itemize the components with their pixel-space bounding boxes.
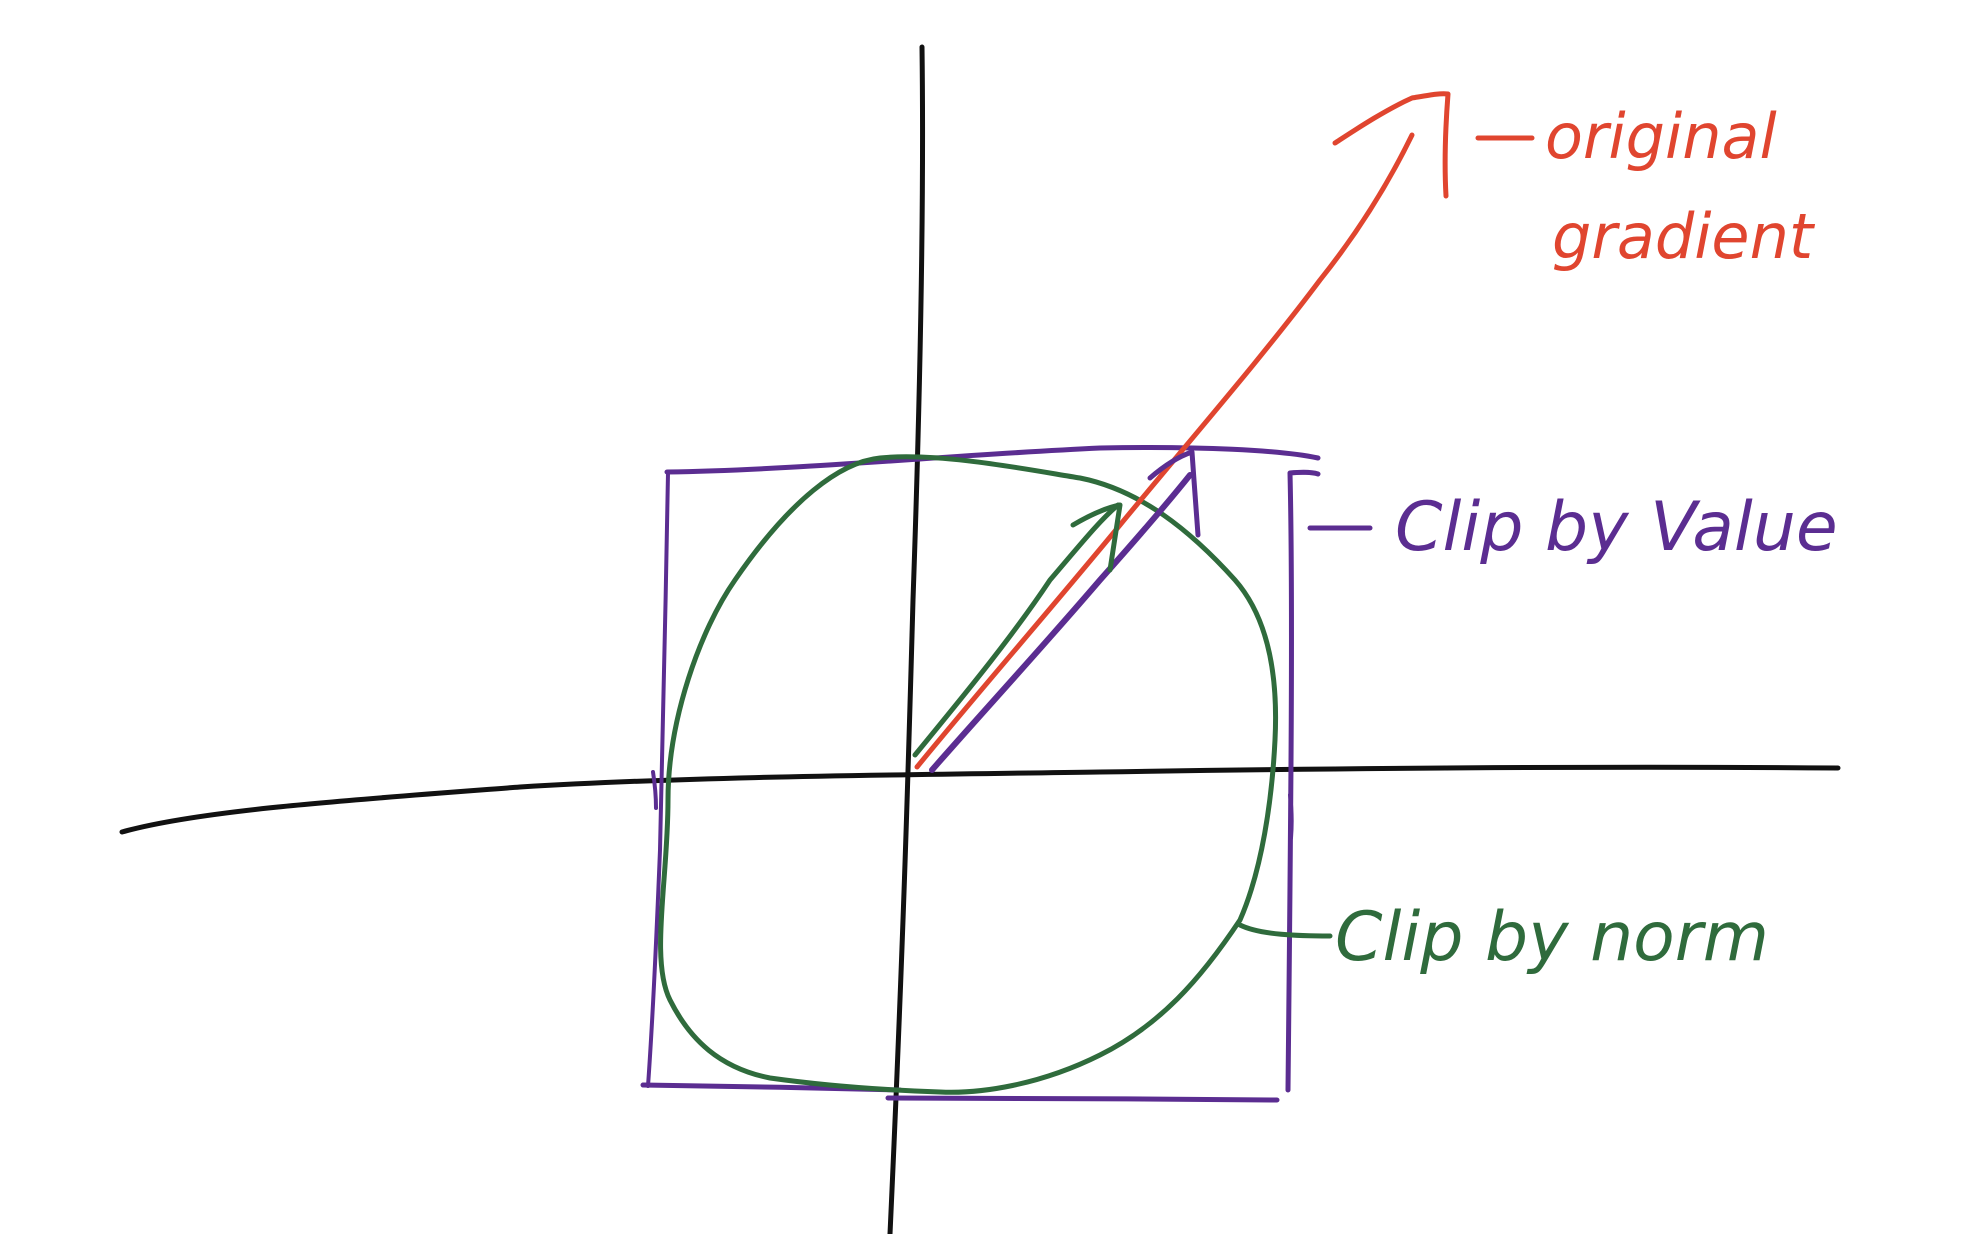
norm-label-connector xyxy=(1237,922,1333,939)
clip-norm-circle xyxy=(658,454,1279,1095)
y-axis xyxy=(887,44,926,1234)
original-gradient-label-line2: gradient xyxy=(1552,200,1816,273)
clip-norm-vector xyxy=(912,502,1121,758)
x-axis xyxy=(119,764,1841,835)
clip-value-box-left xyxy=(646,471,670,1088)
clip-norm-vector-head xyxy=(1070,502,1123,573)
clip-value-label: Clip by Value xyxy=(1395,488,1838,567)
original-gradient-label-line1: original xyxy=(1545,100,1777,173)
clip-value-box-tick xyxy=(651,770,1294,840)
clip-value-box-top xyxy=(664,445,1321,475)
clip-value-box-right xyxy=(1285,469,1321,1093)
clip-value-vector-head xyxy=(1147,449,1201,538)
clip-value-vector xyxy=(929,472,1193,773)
clip-norm-label: Clip by norm xyxy=(1335,898,1769,977)
original-gradient-arrow xyxy=(914,132,1415,770)
original-gradient-arrowhead xyxy=(1332,91,1451,199)
